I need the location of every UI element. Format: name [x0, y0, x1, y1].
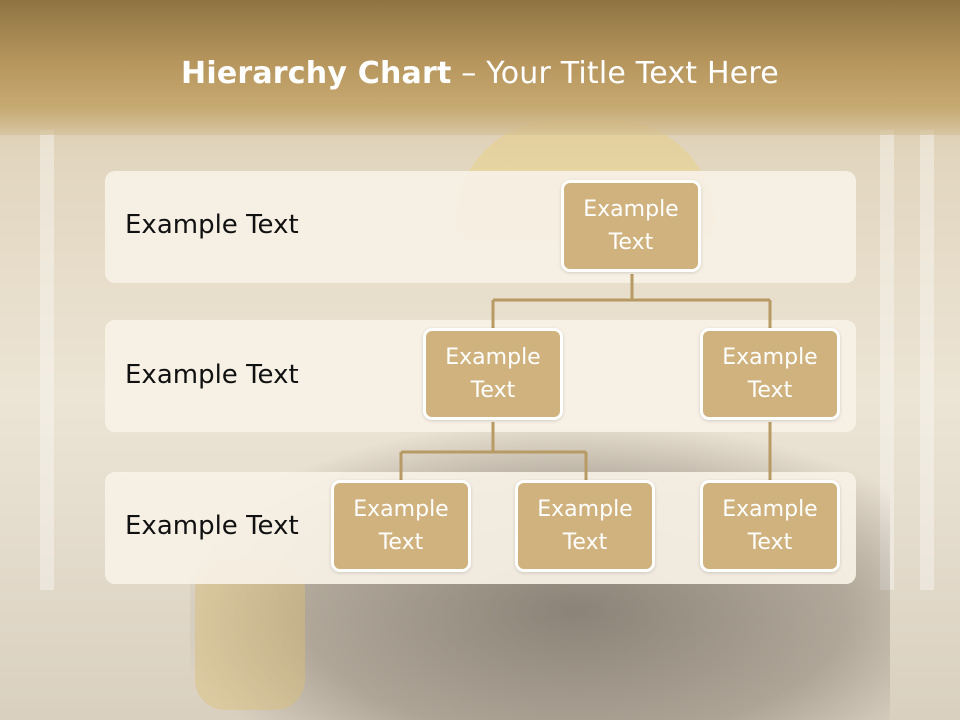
node-root: Example Text [561, 180, 701, 272]
node-level3-a-line1: Example [353, 497, 449, 522]
node-root-line2: Text [608, 230, 654, 255]
level-row-1 [105, 171, 856, 283]
level-label-1: Example Text [125, 210, 299, 240]
node-level3-b-line2: Text [562, 530, 608, 555]
level-label-3: Example Text [125, 511, 299, 541]
background-glove-shape [195, 560, 305, 710]
title-bold: Hierarchy Chart [181, 56, 452, 91]
background-column [40, 130, 54, 590]
node-level3-c-line2: Text [747, 530, 793, 555]
node-level3-c-line1: Example [722, 497, 818, 522]
node-level3-c: Example Text [700, 480, 840, 572]
node-level3-b: Example Text [515, 480, 655, 572]
node-level2-left-line1: Example [445, 345, 541, 370]
node-level2-right-line1: Example [722, 345, 818, 370]
slide-title: Hierarchy Chart – Your Title Text Here [0, 56, 960, 91]
header-band [0, 0, 960, 135]
node-level2-left: Example Text [423, 328, 563, 420]
level-label-2: Example Text [125, 360, 299, 390]
node-level3-b-line1: Example [537, 497, 633, 522]
node-level3-a-line2: Text [378, 530, 424, 555]
node-level2-right-line2: Text [747, 378, 793, 403]
node-level3-a: Example Text [331, 480, 471, 572]
node-root-line1: Example [583, 197, 679, 222]
title-separator: – [451, 56, 487, 91]
background-column [920, 130, 934, 590]
title-rest: Your Title Text Here [486, 56, 779, 91]
node-level2-right: Example Text [700, 328, 840, 420]
node-level2-left-line2: Text [470, 378, 516, 403]
